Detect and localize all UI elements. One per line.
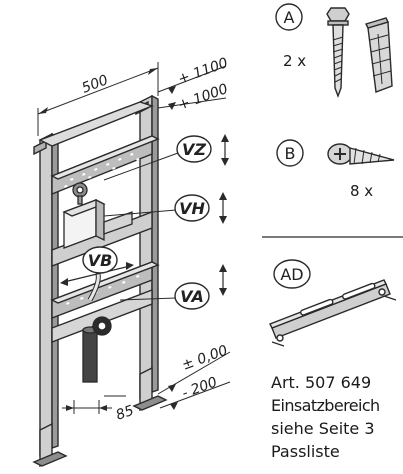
- part-ad-badge: [273, 259, 311, 289]
- vz-marker: VZ: [103, 134, 229, 181]
- width-label: 500: [80, 72, 111, 97]
- vb-label: VB: [88, 251, 113, 270]
- part-a-quantity: 2 x: [283, 52, 307, 70]
- lower-rail: [50, 260, 160, 320]
- hex-bolt-icon: [326, 7, 350, 98]
- perforated-rail: [50, 134, 160, 196]
- va-marker: VA: [119, 264, 227, 310]
- part-a-letter: A: [284, 8, 295, 27]
- va-label: VA: [180, 287, 204, 306]
- left-foot: [32, 422, 68, 468]
- drain-pipe: [82, 273, 112, 383]
- mounting-frame: [32, 94, 168, 468]
- below-floor-label: - 200: [180, 374, 220, 401]
- vh-label: VH: [179, 199, 205, 218]
- depth-label: 85: [114, 403, 136, 424]
- mounting-bracket-icon: [269, 279, 397, 347]
- part-b-badge: [276, 139, 304, 167]
- part-ad-letter: AD: [280, 265, 303, 284]
- vz-label: VZ: [182, 140, 206, 159]
- part-b: B: [276, 139, 395, 167]
- floor-level-label: ± 0,00: [180, 342, 230, 373]
- bottom-rail: [51, 288, 153, 344]
- right-foot: [132, 366, 168, 412]
- part-a: A: [275, 3, 393, 98]
- part-a-badge: [275, 3, 303, 31]
- valve-box: [62, 182, 133, 249]
- top-rail: [38, 101, 155, 147]
- dimension-arrowheads: [38, 68, 178, 411]
- phillips-screw-icon: [327, 143, 395, 165]
- adjustment-markers: VZ VH VB VA: [60, 134, 229, 310]
- part-ad: AD: [269, 259, 397, 347]
- parts-list-label: Passliste: [271, 442, 340, 461]
- article-number: Art. 507 649: [271, 373, 372, 392]
- vh-marker: VH: [103, 192, 227, 224]
- scope-label: Einsatzbereich: [271, 396, 380, 415]
- see-page-label: siehe Seite 3: [271, 419, 375, 438]
- vb-marker: VB: [60, 246, 134, 286]
- wall-plug-icon: [365, 17, 393, 93]
- part-b-quantity: 8 x: [350, 182, 374, 200]
- part-b-letter: B: [285, 144, 296, 163]
